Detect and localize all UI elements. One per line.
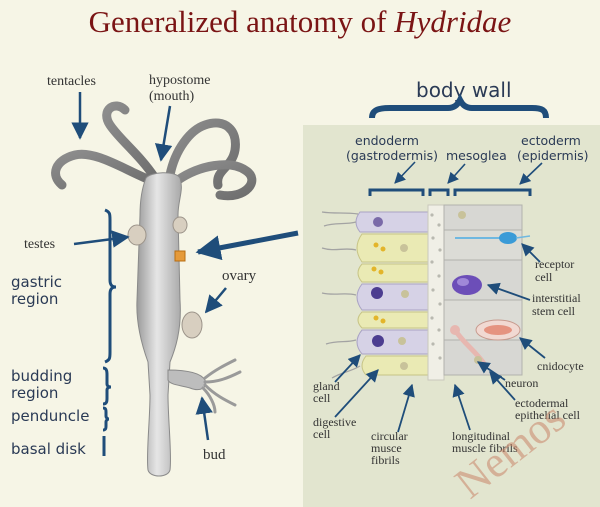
arrow-circular (397, 383, 415, 433)
arrow-longitudinal (452, 383, 471, 431)
label-circular-2: musce (371, 441, 402, 455)
arrow-digestive (334, 369, 379, 418)
label-ectoderm-2: (epidermis) (517, 148, 589, 163)
label-receptor-2: cell (535, 270, 553, 284)
region-braces (102, 208, 117, 456)
label-digestive-1: digestive (313, 415, 356, 429)
arrow-cnidocyte (519, 337, 546, 359)
label-longitudinal-1: longitudinal (452, 429, 511, 443)
region-labels: gastric region budding region penduncle … (11, 273, 89, 458)
ectoderm-cells (443, 204, 531, 376)
body-wall-brace (369, 93, 549, 119)
label-endoderm-1: endoderm (355, 133, 419, 148)
label-testes: testes (24, 237, 55, 252)
label-ecto-epi-2: epithelial cell (515, 408, 581, 422)
ovary-shape (181, 311, 203, 339)
left-labels: tentacles hypostome (mouth) testes ovary… (24, 73, 257, 463)
testes-shape (127, 224, 147, 246)
budding-brace (102, 366, 112, 406)
label-tentacles: tentacles (47, 74, 96, 89)
bottom-labels: gland cell digestive cell circular musce… (313, 379, 518, 467)
label-cnidocyte: cnidocyte (537, 359, 584, 373)
tentacle-1 (51, 149, 155, 190)
label-ecto-epi-1: ectodermal (515, 396, 569, 410)
arrow-hypostome (154, 105, 173, 162)
label-interstitial-2: stem cell (532, 304, 576, 318)
label-digestive-2: cell (313, 427, 331, 441)
arrow-ecto-epi (489, 371, 516, 401)
layer-braces (368, 188, 532, 196)
right-labels: receptor cell interstitial stem cell cni… (505, 257, 584, 422)
endoderm-brace (368, 188, 425, 196)
mesoglea-fibrils (430, 213, 442, 360)
layer-arrows (394, 161, 543, 185)
label-mouth: (mouth) (149, 89, 194, 104)
arrow-ovary (204, 287, 227, 314)
ectoderm-brace (453, 188, 532, 196)
gastric-brace (104, 208, 117, 364)
label-receptor-1: receptor (535, 257, 574, 271)
label-longitudinal-2: muscle fibrils (452, 441, 518, 455)
label-bud: bud (203, 447, 226, 463)
label-basal-disk: basal disk (11, 440, 86, 458)
label-gastric-2: region (11, 290, 58, 308)
label-body-wall: body wall (416, 78, 512, 102)
label-neuron: neuron (505, 376, 538, 390)
label-budding-2: region (11, 384, 58, 402)
testes-shape-2 (172, 216, 188, 234)
layer-labels: endoderm (gastrodermis) mesoglea ectoder… (346, 133, 589, 163)
mesoglea-brace (428, 188, 450, 196)
tentacles-group (51, 101, 257, 201)
label-gland-1: gland (313, 379, 340, 393)
label-circular-1: circular (371, 429, 408, 443)
label-circular-3: fibrils (371, 453, 400, 467)
label-ectoderm-1: ectoderm (521, 133, 581, 148)
label-gastric-1: gastric (11, 273, 62, 291)
label-penduncle: penduncle (11, 407, 89, 425)
section-pointer-arrow (195, 230, 299, 261)
tentacle-4 (173, 160, 257, 201)
page-title: Generalized anatomy of Hydridae (88, 4, 512, 39)
body-column (136, 172, 182, 477)
label-interstitial-1: interstitial (532, 291, 581, 305)
arrow-receptor (521, 243, 541, 263)
hydra-body (51, 101, 257, 477)
endoderm-cells (321, 211, 429, 379)
left-arrows (71, 92, 227, 441)
label-ovary: ovary (222, 268, 257, 284)
label-budding-1: budding (11, 367, 72, 385)
label-endoderm-2: (gastrodermis) (346, 148, 438, 163)
arrow-gland (334, 354, 361, 383)
penduncle-brace (102, 406, 110, 432)
section-marker (174, 250, 186, 262)
label-mesoglea: mesoglea (446, 148, 507, 163)
label-gland-2: cell (313, 391, 331, 405)
arrow-bud (195, 396, 213, 441)
title-taxon: Hydridae (394, 4, 512, 39)
arrow-testes (73, 230, 130, 248)
arrow-interstitial (486, 282, 531, 301)
label-hypostome: hypostome (149, 73, 210, 88)
mesoglea-layer (427, 204, 445, 381)
tentacle-2 (102, 101, 160, 183)
panel-arrows (334, 243, 546, 433)
